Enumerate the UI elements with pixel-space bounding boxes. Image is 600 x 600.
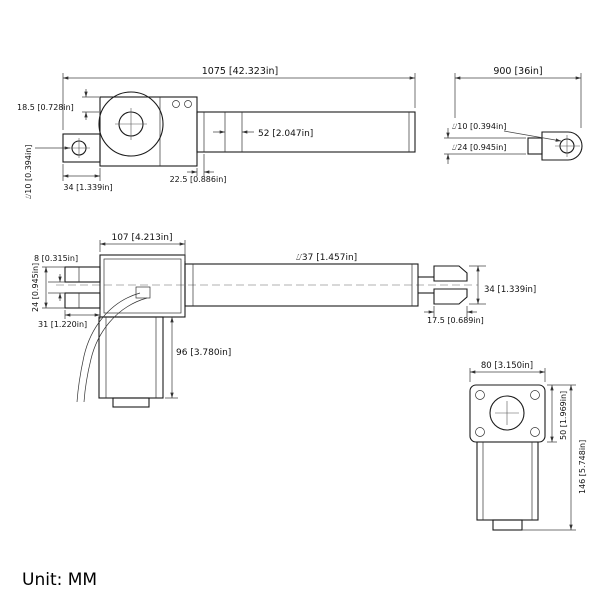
dim-tube-dia-label: ⌰37 [1.457in] (296, 253, 357, 263)
dim-fork-depth: 17.5 [0.689in] (424, 306, 484, 325)
top-view-outline (64, 254, 468, 408)
dim-rear-hole: ⌰10 [0.394in] (452, 122, 562, 142)
top-view: 107 [4.213in] 8 [0.315in] 24 [0.945in] 3… (31, 233, 536, 408)
dim-pin-offset: 18.5 [0.728in] (17, 89, 99, 120)
dim-clevis-inner: 24 [0.945in] (31, 263, 65, 312)
dim-gearbox-length-label: 107 [4.213in] (111, 233, 172, 243)
flange-center-bore (489, 395, 525, 431)
dim-gearbox-length: 107 [4.213in] (99, 233, 186, 261)
dim-overall-length-label: 1075 [42.323in] (202, 66, 279, 77)
dim-stroke-length: 900 [36in] (454, 66, 582, 128)
dim-clevis-inner-label: 24 [0.945in] (31, 263, 40, 312)
motor-body (98, 316, 164, 399)
unit-label: Unit: MM (22, 570, 97, 590)
dim-front-hole: ⌰10 [0.394in] (24, 145, 70, 199)
dim-rear-offset: 22.5 [0.886in] (170, 154, 227, 184)
dim-slot-width: 8 [0.315in] (34, 254, 78, 301)
bolt-hole (184, 100, 192, 108)
motor-rear-boss (492, 519, 523, 531)
dim-motor-length: 96 [3.780in] (165, 317, 231, 399)
dim-slot-width-label: 8 [0.315in] (34, 254, 78, 263)
dim-rear-offset-label: 22.5 [0.886in] (170, 175, 227, 184)
motor-housing-circle (98, 91, 164, 157)
dim-pin-offset-label: 18.5 [0.728in] (17, 103, 74, 112)
dim-flange-height: 50 [1.969in] (547, 384, 576, 443)
dim-fork-width: 34 [1.339in] (469, 265, 536, 305)
front-fork-lower-prong (64, 292, 101, 309)
dim-stroke-length-label: 900 [36in] (493, 66, 542, 77)
dim-rod-dia: ⌰24 [0.945in] (444, 128, 526, 164)
motor-can (476, 441, 539, 521)
flange-bolt-hole (530, 390, 540, 400)
gear-housing (99, 96, 198, 167)
dim-rear-hole-label: ⌰10 [0.394in] (452, 122, 506, 131)
power-cable (83, 297, 148, 403)
dim-rod-dia-label: ⌰24 [0.945in] (452, 143, 506, 152)
end-view-outline (469, 384, 546, 531)
outer-tube-top (184, 263, 419, 307)
dim-fork-width-label: 34 [1.339in] (484, 285, 536, 295)
end-view: 80 [3.150in] 50 [1.969in] 146 [5.748in] (469, 361, 587, 531)
rear-fork-upper-prong (433, 265, 468, 282)
dim-motor-height: 146 [5.748in] (522, 385, 587, 531)
dim-overall-length: 1075 [42.323in] (62, 66, 416, 130)
side-view-outline (62, 91, 583, 167)
front-fork-upper-prong (64, 266, 101, 283)
dim-piston-width-label: 52 [2.047in] (258, 129, 313, 139)
dim-piston-width: 52 [2.047in] (213, 129, 313, 139)
dim-fork-depth-label: 17.5 [0.689in] (427, 316, 484, 325)
rear-fork-lower-prong (433, 288, 468, 305)
dim-motor-height-label: 146 [5.748in] (578, 440, 587, 494)
dim-flange-height-label: 50 [1.969in] (559, 391, 568, 440)
bolt-hole (172, 100, 180, 108)
dim-clevis-length: 34 [1.339in] (62, 164, 113, 192)
connector-block (135, 286, 151, 299)
flange-bolt-hole (530, 427, 540, 437)
motor-flange (469, 384, 546, 443)
flange-bolt-hole (475, 390, 485, 400)
side-view: 1075 [42.323in] 900 [36in] 18.5 [0.728in… (17, 66, 583, 199)
outer-tube (196, 111, 416, 153)
dim-front-hole-label: ⌰10 [0.394in] (24, 145, 33, 199)
dim-motor-length-label: 96 [3.780in] (176, 348, 231, 358)
dim-flange-width: 80 [3.150in] (469, 361, 546, 382)
dim-clevis-length-label: 34 [1.339in] (63, 183, 112, 192)
motor-end-cap (112, 397, 150, 408)
rod-end-shaft (527, 137, 543, 155)
power-cable (76, 292, 141, 403)
dim-flange-width-label: 80 [3.150in] (481, 361, 533, 371)
rod-end-body (541, 131, 583, 161)
dim-tube-dia: ⌰37 [1.457in] (296, 253, 357, 263)
dim-clevis-outer-label: 31 [1.220in] (38, 320, 87, 329)
flange-bolt-hole (475, 427, 485, 437)
dim-clevis-outer: 31 [1.220in] (38, 310, 101, 329)
